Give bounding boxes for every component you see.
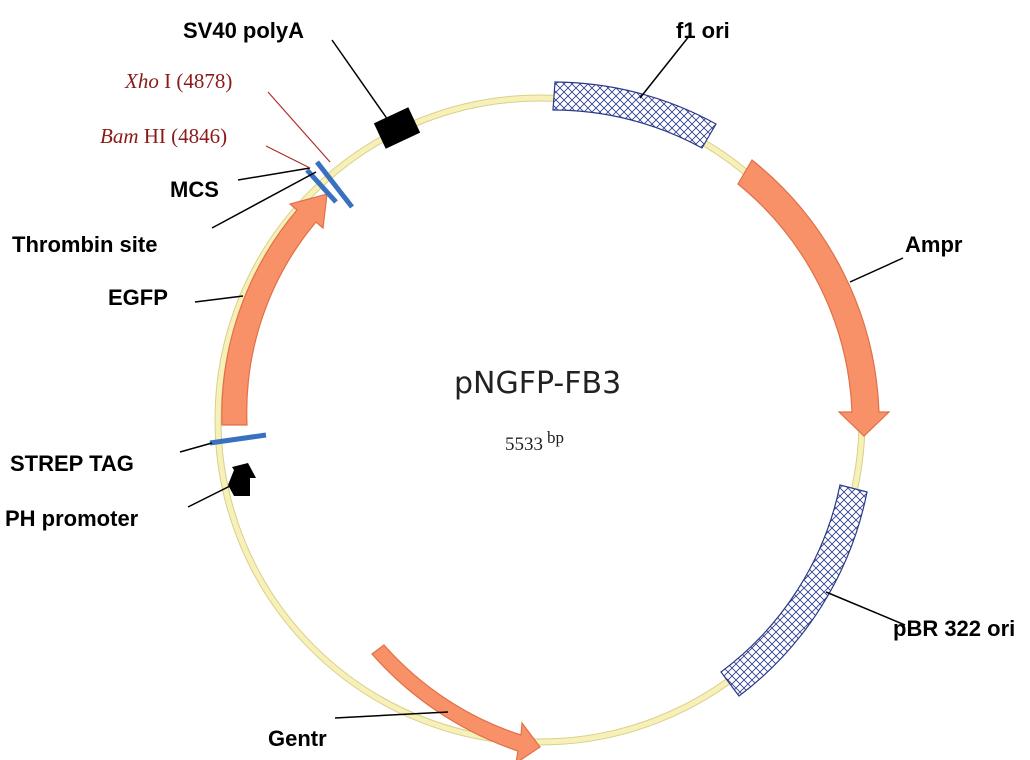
mcs-bam-bar [315,160,354,209]
sv40-polya-label: SV40 polyA [183,18,304,43]
egfp-leader [194,295,244,303]
ph-leader [187,483,235,508]
xho-enzyme-name: Xho [124,69,159,93]
mcs-leader [237,167,311,181]
bam-leader [265,145,311,169]
sv40-polya-block [373,107,421,149]
sv40-leader [331,39,389,121]
ph-promoter-label: PH promoter [5,506,139,531]
bam-enzyme-name: Bam [100,124,139,148]
thrombin-leader [211,171,317,229]
ampr-arrow [737,159,891,437]
f1-ori-region [552,81,717,149]
egfp-arrow [221,193,328,426]
plasmid-size-unit: bp [547,428,564,447]
plasmid-name: pNGFP-FB3 [454,366,621,401]
f1-ori-label: f1 ori [676,18,730,43]
bam-site-label: Bam HI (4846) [100,124,227,148]
mcs-label: MCS [170,177,219,202]
f1-leader [639,34,691,99]
strep-tag-label: STREP TAG [10,451,134,476]
pbr322-ori-label: pBR 322 ori [893,616,1015,641]
gentr-leader [334,711,449,719]
pbr322-ori-region [720,484,868,697]
xho-leader [267,91,331,163]
mcs-xho-bar [305,168,338,204]
gentr-arrow [371,644,541,760]
gentr-label: Gentr [268,726,327,751]
xho-site-suffix: I (4878) [159,69,232,93]
ph-promoter-arrow [228,463,256,496]
strep-tag-bar [209,432,267,446]
ampr-leader [849,257,904,283]
pbr322-leader [825,591,906,626]
strep-leader [179,442,213,453]
bam-site-suffix: HI (4846) [139,124,228,148]
xho-site-label: Xho I (4878) [124,69,232,93]
ampr-label: Ampr [905,232,963,257]
thrombin-label: Thrombin site [12,232,157,257]
plasmid-size-value: 5533 [505,434,543,455]
egfp-label: EGFP [108,285,168,310]
